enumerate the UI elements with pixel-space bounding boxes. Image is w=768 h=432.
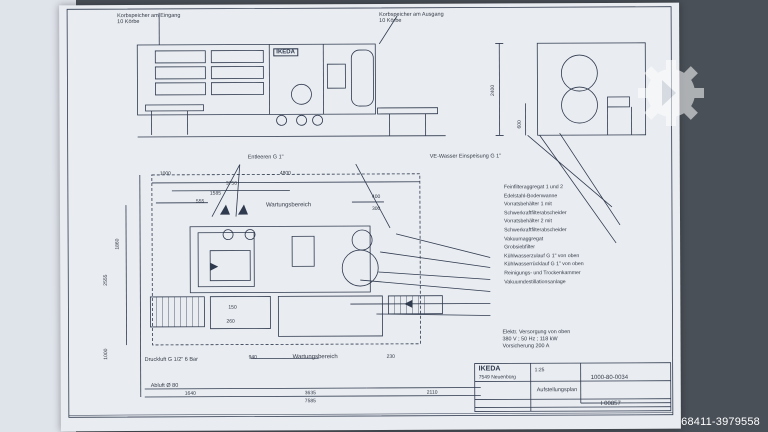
input-storage-label: Korbspeicher am Eingang 10 Körbe — [117, 13, 180, 25]
supply-line-3: Vorsicherung 200 A — [502, 343, 550, 350]
dim-2110: 2110 — [426, 389, 438, 396]
dim-7585: 7585 — [304, 398, 316, 405]
dim-300: 300 — [371, 205, 381, 212]
maintenance-area-bottom: Wartungsbereich — [292, 354, 338, 361]
dim-3635: 3635 — [304, 390, 316, 397]
dim-230: 230 — [386, 353, 395, 360]
dim-3750: 3750 — [225, 180, 237, 187]
technical-drawing — [66, 6, 674, 418]
dim-400: 400 — [371, 193, 381, 200]
dim-4800: 4800 — [279, 170, 291, 177]
dim-1640: 1640 — [184, 390, 196, 397]
drawing-frame — [66, 6, 674, 418]
drawing-sheet: Korbspeicher am Eingang 10 Körbe Korbspe… — [59, 2, 681, 432]
machine-side-view — [536, 42, 647, 136]
dim-600: 600 — [516, 120, 523, 129]
brand-plate: IKEDA — [273, 48, 298, 57]
power-supply-note: Elektr. Versorgung von oben 380 V ; 50 H… — [502, 329, 570, 350]
dim-555: 555 — [195, 198, 205, 205]
dim-150: 150 — [228, 304, 237, 311]
dim-2555: 2555 — [102, 274, 109, 286]
machine-plan — [189, 225, 371, 294]
drain-label: Entleeren G 1" — [247, 154, 284, 161]
dim-1000-left: 1000 — [103, 348, 110, 360]
legend-item: Vakuumdestillationsanlage — [504, 278, 566, 285]
dim-1860: 1860 — [114, 238, 121, 250]
title-block-title: Aufstellungsplan — [536, 387, 578, 394]
input-storage-capacity: 10 Körbe — [117, 19, 140, 26]
title-block-drawing-no: 1000-80-0034 — [590, 374, 629, 382]
output-storage-capacity: 10 Körbe — [379, 17, 402, 24]
exhaust-label: Abluft Ø 80 — [150, 382, 179, 389]
dim-1000: 1000 — [159, 170, 171, 177]
input-conveyor — [149, 296, 205, 328]
listing-id-watermark: 68411-3979558 — [681, 416, 760, 428]
dim-940: 940 — [248, 354, 257, 361]
output-conveyor — [387, 295, 443, 315]
dim-1585: 1585 — [209, 190, 222, 197]
gear-watermark-icon — [638, 60, 704, 126]
output-storage-label: Korbspeicher am Ausgang 10 Körbe — [379, 12, 444, 24]
water-supply-label: VE-Wasser Einspeisung G 1" — [429, 153, 502, 160]
title-block-sheet: I 00857 — [600, 400, 621, 407]
title-block-company: 7549 Neuenbürg — [478, 374, 516, 381]
component-legend: Feinfilteraggregat 1 und 2 Edelstahl-Bod… — [504, 183, 654, 287]
compressed-air-label: Druckluft G 1/2" 6 Bar — [144, 356, 198, 363]
title-block-brand: IKEDA — [478, 365, 501, 373]
maintenance-area-top: Wartungsbereich — [265, 202, 312, 209]
title-block — [474, 362, 672, 412]
machine-elevation — [136, 43, 376, 116]
dim-2400: 2400 — [489, 84, 497, 97]
dim-260: 260 — [226, 318, 235, 325]
maintenance-outline — [151, 173, 421, 346]
title-block-scale: 1:25 — [534, 367, 545, 374]
